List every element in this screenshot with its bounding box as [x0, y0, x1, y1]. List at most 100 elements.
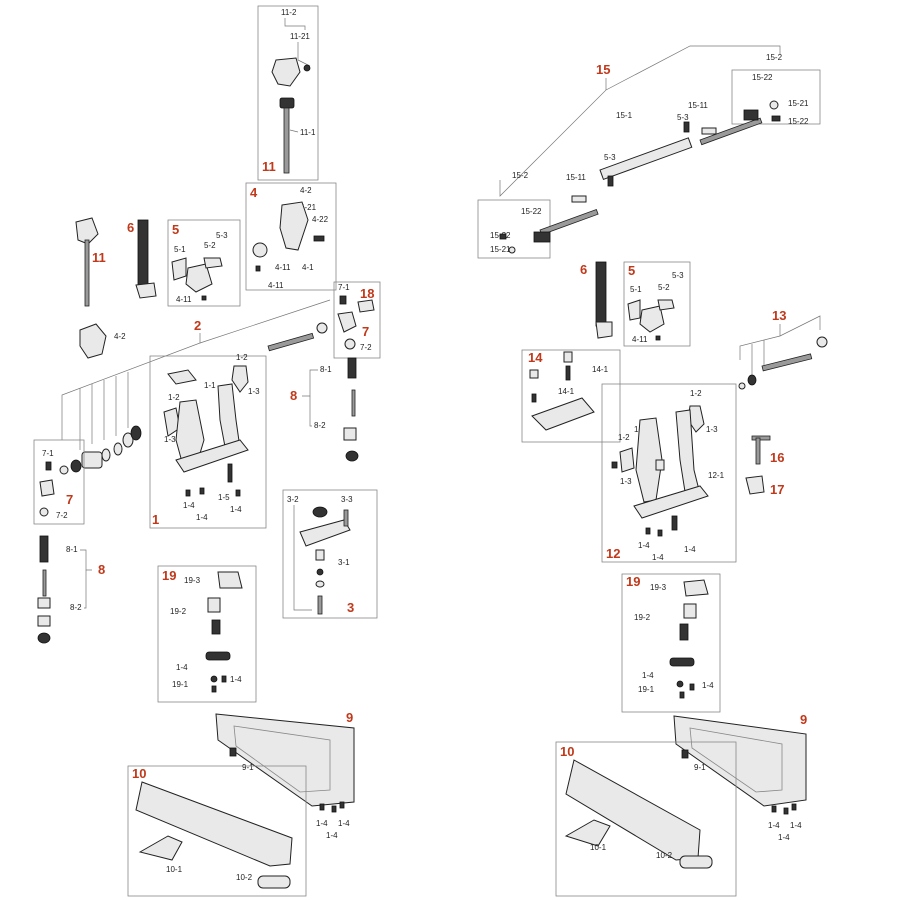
group-2-shaft: 2	[59, 299, 331, 475]
label-8-2-b: 8-2	[70, 603, 82, 612]
beater-hub	[279, 97, 295, 109]
drive-chain	[137, 219, 149, 291]
label-15-11-b: 15-11	[566, 173, 586, 182]
footboard	[215, 713, 355, 807]
group-10-right: 10 10-1 10-2	[555, 741, 737, 897]
label-5-2-r: 5-2	[658, 283, 670, 292]
label-7-2-a: 7-2	[360, 343, 372, 352]
label-19-3-r: 19-3	[650, 583, 667, 592]
label-1-4-9r-c: 1-4	[778, 833, 790, 842]
group-num-17: 17	[770, 482, 784, 497]
group-19-box	[157, 565, 257, 703]
group-num-11-top: 11	[262, 159, 276, 174]
label-1-4-19b: 1-4	[230, 675, 242, 684]
label-1-2-b: 1-2	[168, 393, 180, 402]
label-4-11: 4-11	[176, 295, 192, 304]
label-5-2: 5-2	[204, 241, 216, 250]
group-num-2: 2	[194, 318, 201, 333]
label-19-1: 19-1	[172, 680, 189, 689]
group-13: 13	[738, 308, 828, 390]
group-19-right-box	[621, 573, 721, 713]
label-1-4-a: 1-4	[183, 501, 195, 510]
group-7b-box	[33, 439, 85, 525]
label-5-3-r: 5-3	[672, 271, 684, 280]
label-15-22-c: 15-22	[752, 73, 773, 82]
base-plate	[531, 397, 595, 431]
group-num-7-b: 7	[66, 492, 73, 507]
label-14-1-a: 14-1	[592, 365, 609, 374]
group-19-right: 19 19-3 19-2 1-4 19-1 1-4	[621, 573, 721, 713]
label-10-2: 10-2	[236, 873, 253, 882]
label-10-1: 10-1	[166, 865, 183, 874]
group-num-18: 18	[360, 286, 374, 301]
hoop-clamp	[279, 201, 309, 251]
group-7-b: 7-1 7 7-2	[33, 439, 85, 525]
label-4-11-r: 4-11	[632, 335, 648, 344]
label-19-2-r: 19-2	[634, 613, 651, 622]
label-4-22: 4-22	[312, 215, 329, 224]
label-4-21: 4-21	[300, 203, 317, 212]
label-19-2: 19-2	[170, 607, 187, 616]
group-num-12: 12	[606, 546, 620, 561]
group-14-box	[521, 349, 621, 443]
group-11-beater: 11	[75, 217, 106, 307]
group-14: 14 14-1 14-1	[521, 349, 621, 443]
group-11-top: 11-2 11-21 11-1 11	[257, 5, 319, 181]
drive-shaft	[267, 332, 315, 352]
label-1-4-c: 1-4	[230, 505, 242, 514]
label-1-1: 1-1	[204, 381, 216, 390]
label-15-2-top: 15-2	[766, 53, 783, 62]
label-1-4-r-b: 1-4	[652, 553, 664, 562]
label-11-21: 11-21	[290, 32, 310, 41]
label-4-11a: 4-11	[275, 263, 291, 272]
label-1-2-r-b: 1-2	[618, 433, 630, 442]
label-10-2-r: 10-2	[656, 851, 673, 860]
cam-arm	[299, 519, 351, 547]
group-7-a: 7-1 7 7-2 18	[333, 281, 381, 359]
group-num-8-a: 8	[290, 388, 297, 403]
frame12-base	[633, 485, 709, 519]
label-5-3-a: 5-3	[677, 113, 689, 122]
group-6-right: 6	[580, 261, 613, 339]
label-1-4-19r-b: 1-4	[702, 681, 714, 690]
label-1-2-r-a: 1-2	[690, 389, 702, 398]
group-num-9: 9	[346, 710, 353, 725]
label-12-1: 12-1	[708, 471, 725, 480]
label-11-2: 11-2	[281, 8, 297, 17]
beater-shaft	[283, 107, 290, 174]
label-15-1: 15-1	[616, 111, 633, 120]
group-num-8-b: 8	[98, 562, 105, 577]
label-5-1-r: 5-1	[630, 285, 642, 294]
clamp-4-2: 4-2	[79, 323, 126, 359]
frame-base	[175, 439, 249, 473]
group-num-6: 6	[127, 220, 134, 235]
clamp-part	[271, 57, 301, 87]
label-7-1-a: 7-1	[338, 283, 350, 292]
group-3-box	[282, 489, 378, 619]
group-5-right-box	[623, 261, 691, 347]
group-12-frame: 1-2 1-3 1-2 1-3 1-3 12-1 1-4 1-4 1-4 12	[601, 383, 737, 563]
group-4-box	[245, 182, 337, 291]
group-4: 4 4-2 4-21 4-22 4-11 4-1 4-11	[245, 182, 337, 291]
group-16-17: 16 17	[745, 435, 784, 497]
axle	[761, 353, 813, 372]
label-1-3-r-a: 1-3	[706, 425, 718, 434]
group-10-left: 10 10-1 10-2	[127, 765, 307, 897]
label-14-1-b: 14-1	[558, 387, 575, 396]
group-9-right: 9 9-1 1-4 1-4 1-4	[673, 712, 807, 842]
label-8-2-a: 8-2	[314, 421, 326, 430]
group-num-19: 19	[162, 568, 176, 583]
group-num-11-beater: 11	[92, 250, 106, 265]
group-19-left: 19 19-3 19-2 1-4 19-1 1-4	[157, 565, 257, 703]
label-4-2-lone: 4-2	[114, 332, 126, 341]
group-11-box	[257, 5, 319, 181]
label-1-4-9b: 1-4	[338, 819, 350, 828]
group-7-box	[333, 281, 381, 359]
group-num-13: 13	[772, 308, 786, 323]
group-6-chain: 6	[127, 219, 157, 299]
label-7-2-b: 7-2	[56, 511, 68, 520]
label-7-1-b: 7-1	[42, 449, 54, 458]
group-num-14: 14	[528, 350, 543, 365]
group-5-box	[167, 219, 241, 307]
